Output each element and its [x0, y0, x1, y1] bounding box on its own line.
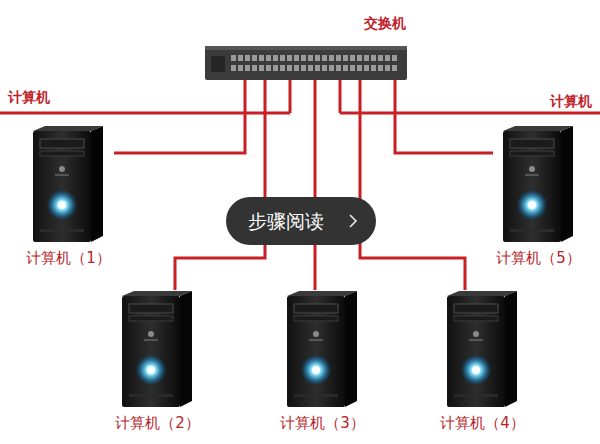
cable-line	[339, 80, 342, 113]
computer-label: 计算机（1）	[23, 249, 114, 267]
switch-device	[205, 46, 410, 80]
line-label: 计算机	[6, 88, 52, 106]
network-cable	[395, 80, 493, 153]
computer-node: 计算机（4）	[437, 290, 528, 432]
chevron-icon	[348, 213, 358, 229]
cable-line	[289, 80, 292, 113]
computer-node: 计算机（2）	[112, 290, 203, 432]
switch-node: 交换机	[205, 10, 410, 80]
computer-label: 计算机（2）	[112, 414, 203, 432]
network-cable	[360, 80, 465, 290]
computer-tower	[31, 125, 106, 243]
device-label: 交换机	[364, 14, 406, 32]
computer-node: 计算机（1）	[23, 125, 114, 267]
computer-tower	[120, 290, 195, 408]
computer-node: 计算机（3）	[277, 290, 368, 432]
computer-tower	[285, 290, 360, 408]
button-text: 步骤阅读	[248, 197, 324, 245]
computer-label: 计算机（4）	[437, 414, 528, 432]
computer-tower	[445, 290, 520, 408]
cable-line	[340, 112, 600, 115]
network-cable	[314, 80, 317, 290]
network-cable	[175, 80, 265, 290]
network-cable	[114, 80, 245, 153]
computer-label: 计算机（5）	[493, 249, 584, 267]
computer-tower	[501, 125, 576, 243]
step-read-button: 步骤阅读	[226, 197, 376, 245]
computer-node: 计算机（5）	[493, 125, 584, 267]
computer-label: 计算机（3）	[277, 414, 368, 432]
line-label: 计算机	[548, 92, 594, 110]
